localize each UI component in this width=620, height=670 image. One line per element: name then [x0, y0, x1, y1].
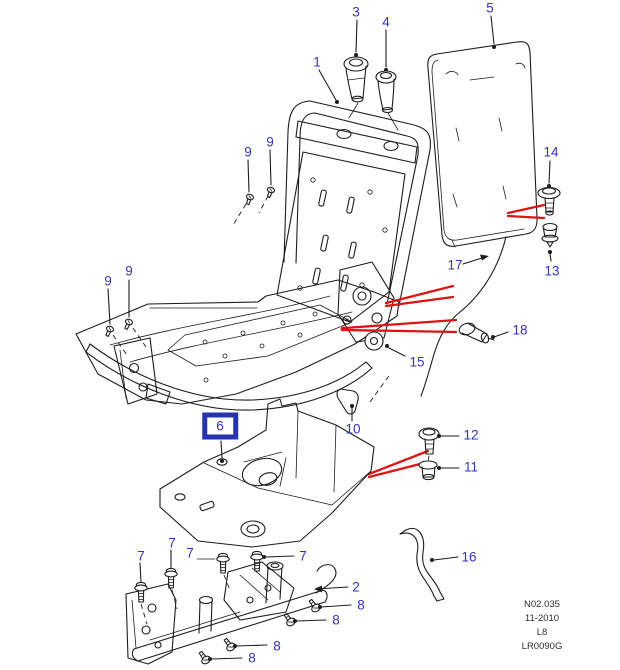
- callout-11[interactable]: 11: [463, 459, 479, 475]
- screws-9: [103, 149, 276, 356]
- callout-9a[interactable]: 9: [244, 144, 252, 160]
- fixing-clip-13: [541, 222, 559, 262]
- grommet-11: [418, 460, 460, 481]
- screw-14: [537, 160, 561, 216]
- section-code: N02.035: [524, 599, 560, 610]
- closeout-panel-6: [159, 372, 392, 548]
- callout-9c[interactable]: 9: [104, 273, 112, 289]
- callout-17[interactable]: 17: [447, 257, 463, 273]
- drawing-number: LR0090G: [521, 641, 563, 652]
- callout-7c[interactable]: 7: [186, 545, 194, 561]
- callout-14[interactable]: 14: [543, 144, 559, 160]
- callout-3[interactable]: 3: [352, 4, 360, 20]
- callout-15[interactable]: 15: [409, 354, 425, 370]
- callout-7d[interactable]: 7: [299, 548, 307, 564]
- seat-back-panel: [427, 15, 538, 248]
- headrest-guide-sleeve-3: [343, 19, 369, 119]
- callout-6-selected[interactable]: 6: [202, 412, 238, 440]
- callout-5[interactable]: 5: [486, 0, 494, 16]
- red-locator-arrows: [340, 203, 546, 479]
- mounting-subframe-2: [125, 561, 349, 665]
- screw-12: [418, 427, 460, 463]
- callout-9b[interactable]: 9: [266, 134, 274, 150]
- callout-8b[interactable]: 8: [332, 612, 340, 628]
- callout-7b[interactable]: 7: [168, 535, 176, 551]
- callout-7a[interactable]: 7: [137, 548, 145, 564]
- callout-13[interactable]: 13: [544, 263, 560, 279]
- callout-10[interactable]: 10: [345, 421, 361, 437]
- buffer-10: [336, 388, 359, 422]
- callout-2[interactable]: 2: [352, 579, 360, 595]
- callout-8c[interactable]: 8: [273, 638, 281, 654]
- issue-date: 11-2010: [524, 613, 560, 624]
- callout-8d[interactable]: 8: [248, 650, 256, 666]
- headrest-guide-sleeve-4: [375, 29, 399, 131]
- release-knob-18: [458, 322, 509, 344]
- callout-16[interactable]: 16: [461, 549, 477, 565]
- side-trim-panel: [420, 236, 507, 397]
- seat-back-frame: [276, 69, 432, 323]
- callout-4[interactable]: 4: [382, 14, 390, 30]
- variant-code: L8: [536, 627, 548, 638]
- recliner-hinge: [337, 261, 406, 357]
- seat-base-frame: [75, 279, 400, 411]
- strap-16: [399, 528, 459, 602]
- callout-9d[interactable]: 9: [125, 263, 133, 279]
- callout-12[interactable]: 12: [463, 427, 479, 443]
- callout-18[interactable]: 18: [512, 322, 528, 338]
- callout-8a[interactable]: 8: [357, 597, 365, 613]
- drawing-reference-block: N02.035 11-2010 L8 LR0090G: [522, 599, 563, 653]
- screws-8: [196, 597, 352, 666]
- callout-1[interactable]: 1: [313, 54, 321, 70]
- bolts-7: [134, 549, 295, 625]
